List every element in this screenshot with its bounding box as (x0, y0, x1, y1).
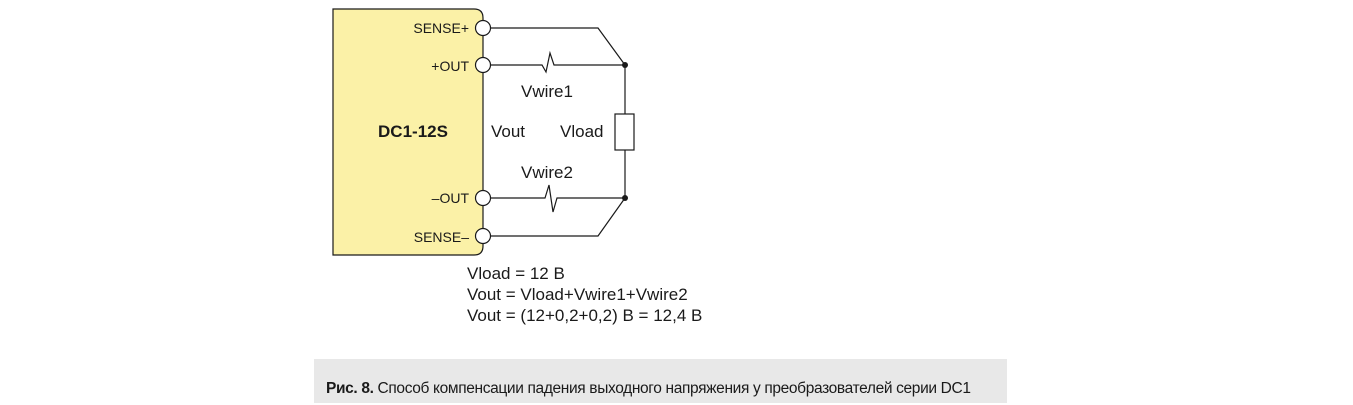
pin-label-out-minus: –OUT (432, 190, 470, 206)
figure-caption-bar: Рис. 8. Способ компенсации падения выход… (314, 359, 1007, 403)
sense-plus-wire (491, 27, 626, 66)
pin-label-out-plus: +OUT (431, 58, 469, 74)
converter-label: DC1-12S (378, 122, 448, 141)
figure-caption-text: Способ компенсации падения выходного нап… (377, 380, 971, 397)
load-resistor (614, 113, 635, 151)
label-vwire2: Vwire2 (521, 163, 573, 182)
label-vwire1: Vwire1 (521, 82, 573, 101)
terminal-sense-plus (474, 19, 492, 37)
junction-bottom (622, 195, 628, 201)
label-vload: Vload (560, 122, 603, 141)
formula-vload: Vload = 12 В (467, 264, 565, 283)
pin-terminals (474, 19, 492, 245)
sense-minus-wire (491, 197, 626, 237)
pin-label-sense-minus: SENSE– (414, 229, 469, 245)
terminal-sense-minus (474, 227, 492, 245)
pin-label-sense-plus: SENSE+ (413, 20, 469, 36)
wires (491, 27, 626, 237)
formula-vout-calc: Vout = (12+0,2+0,2) В = 12,4 В (467, 306, 703, 325)
formula-vout: Vout = Vload+Vwire1+Vwire2 (467, 285, 688, 304)
figure-caption: Рис. 8. Способ компенсации падения выход… (326, 380, 971, 398)
junction-top (622, 62, 628, 68)
figure-number: Рис. 8. (326, 380, 374, 397)
terminal-out-plus (474, 56, 492, 74)
label-vout: Vout (491, 122, 525, 141)
formula-block: Vload = 12 В Vout = Vload+Vwire1+Vwire2 … (467, 263, 702, 326)
terminal-out-minus (474, 189, 492, 207)
converter-body (332, 8, 484, 256)
out-plus-wire (491, 50, 625, 74)
out-minus-wire (491, 184, 625, 213)
